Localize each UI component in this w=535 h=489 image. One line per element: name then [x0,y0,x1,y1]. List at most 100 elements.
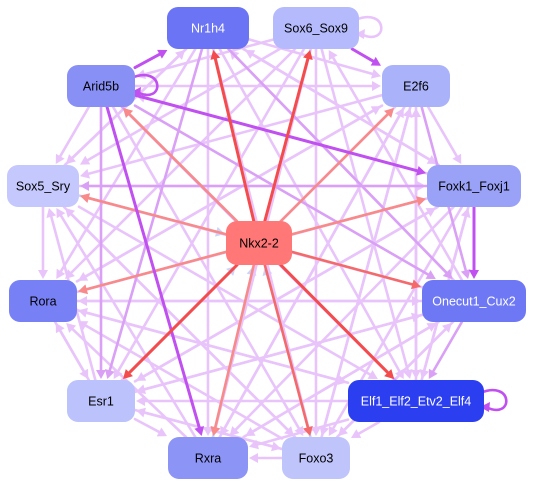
node-arid5b[interactable]: Arid5b [67,65,135,107]
edge-foxk1-onecut [469,205,479,279]
edge-arrowhead [412,296,421,306]
edge-line [133,211,430,383]
node-nkx[interactable]: Nkx2-2 [226,221,292,265]
node-esr1[interactable]: Esr1 [67,380,135,422]
node-onecut[interactable]: Onecut1_Cux2 [422,280,526,322]
loop-arrowhead [131,87,141,97]
node-box [167,7,249,49]
edge-line [133,316,414,394]
self-loop-elf [479,388,508,412]
node-label: Foxk1_Foxj1 [438,180,510,194]
edge-arrowhead [460,208,471,218]
edge-line [263,263,310,429]
edge-onecut-sox6 [328,50,464,282]
edge-line [77,205,372,376]
node-label: Nkx2-2 [239,237,279,251]
node-e2f6[interactable]: E2f6 [382,65,450,107]
edge-nkx-elf [279,263,395,379]
edge-arrowhead [303,50,313,60]
edge-layer [38,15,508,463]
node-foxk1[interactable]: Foxk1_Foxj1 [427,165,521,207]
edge-line [87,93,384,176]
edge-arrowhead [210,50,221,60]
edge-arrowhead [425,208,436,217]
node-rora[interactable]: Rora [9,280,77,322]
edge-arid5b-esr1 [96,105,106,379]
node-label: E2f6 [403,80,429,94]
edge-line [87,196,228,236]
edge-arrowhead [271,441,281,452]
node-label: Rora [29,295,56,309]
edge-arrowhead [80,193,90,203]
edge-rora-elf [75,308,347,386]
edge-line [75,308,340,382]
edge-nkx-rxra [210,263,256,436]
edge-line [70,47,297,274]
edge-arrowhead [416,196,426,206]
edge-nkx-sox5 [80,193,228,236]
edge-arrowhead [123,108,134,118]
edge-nkx-rora [78,250,228,295]
edge-rxra-onecut [242,323,437,439]
edge-arrowhead [175,50,186,60]
edge-arrowhead [210,426,221,436]
edge-nkx-esr1 [123,263,239,379]
node-box [67,65,135,107]
node-sox5[interactable]: Sox5_Sry [7,165,79,207]
edge-arrowhead [245,50,256,59]
edge-arrowhead [80,155,91,165]
edge-arrowhead [46,208,57,218]
edge-line [279,113,389,223]
edge-line [58,105,91,158]
node-sox6[interactable]: Sox6_Sox9 [273,7,359,49]
node-label: Elf1_Elf2_Etv2_Elf4 [361,395,472,409]
edge-line [227,47,448,274]
edge-arid5b-sox5 [55,105,91,164]
edge-rora-esr1 [53,320,89,379]
edge-arrowhead [428,368,438,379]
node-box [427,165,521,207]
edge-line [59,47,197,273]
self-loop-arid5b [130,73,159,97]
edge-arrowhead [351,429,362,439]
node-rxra[interactable]: Rxra [168,437,248,479]
edge-line [251,53,440,167]
edge-arrowhead [367,370,378,379]
edge-line [133,417,161,434]
node-box [282,437,350,479]
edge-nr1h4-esr1 [104,47,204,379]
edge-arrowhead [442,269,453,279]
edge-arrowhead [394,108,404,119]
node-box [168,437,248,479]
node-elf[interactable]: Elf1_Elf2_Etv2_Elf4 [348,380,484,422]
edge-line [350,47,375,63]
node-box [9,280,77,322]
edge-arrowhead [303,426,313,436]
node-foxo3[interactable]: Foxo3 [282,437,350,479]
edge-line [213,57,256,223]
edge-arrowhead [370,56,381,66]
edge-nkx-nr1h4 [210,50,256,223]
edge-arrowhead [425,270,436,279]
loop-arrowhead [355,29,365,39]
edge-line [53,320,86,373]
node-nr1h4[interactable]: Nr1h4 [167,7,249,49]
edge-nr1h4-rxra [203,47,213,436]
edge-line [290,250,414,286]
edge-sox5-nr1h4 [63,50,186,167]
edge-sox5-rora [38,205,48,279]
edge-sox6-foxo3 [311,47,321,436]
edge-line [75,109,375,283]
edge-esr1-foxk1 [133,208,436,383]
edge-line [290,199,419,236]
edge-arrowhead [156,427,167,437]
self-loop-sox6 [354,15,383,39]
edge-line [133,52,162,70]
edge-onecut-elf [428,320,464,379]
edge-arrowhead [469,270,479,279]
edge-line [279,263,390,375]
edge-arrowhead [384,369,395,379]
node-label: Rxra [195,452,221,466]
edge-arrowhead [229,426,240,436]
edge-line [263,57,310,223]
